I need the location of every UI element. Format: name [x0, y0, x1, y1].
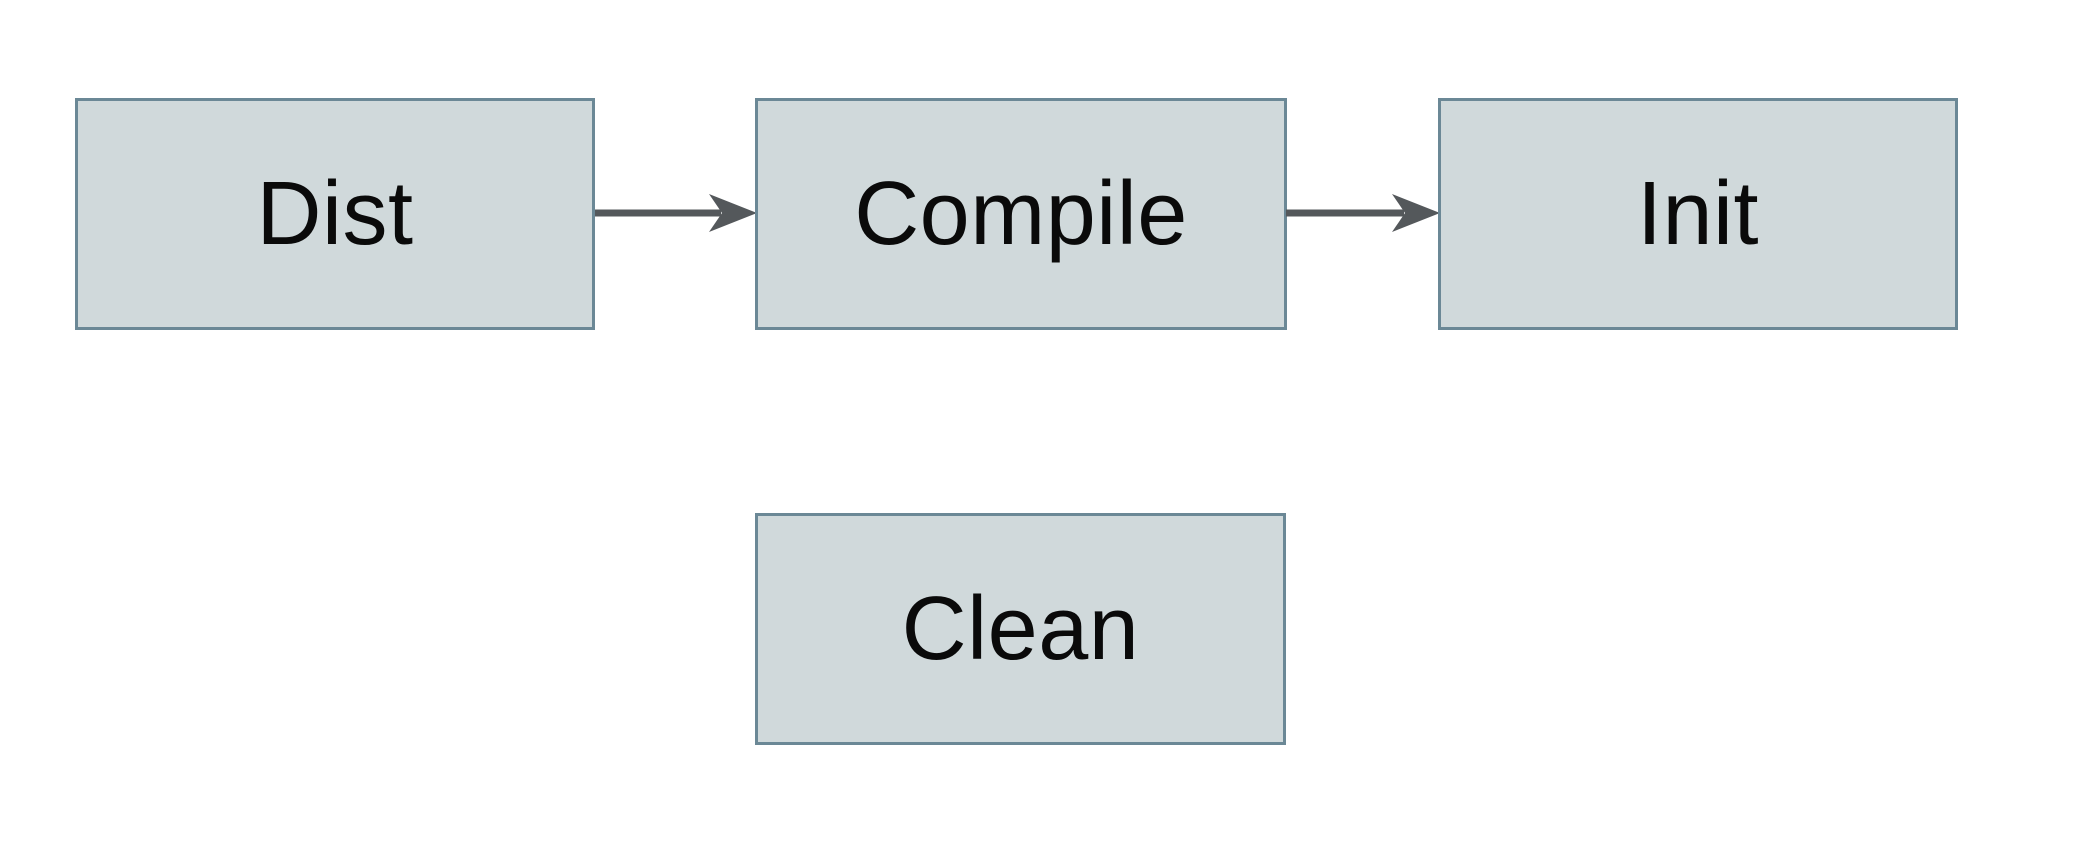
node-clean[interactable]: Clean: [755, 513, 1286, 745]
node-init-label: Init: [1636, 164, 1760, 264]
edge-compile-to-init: [1286, 191, 1440, 235]
edge-dist-to-compile: [595, 191, 757, 235]
node-dist-label: Dist: [256, 164, 414, 264]
arrow-right-icon: [595, 194, 757, 232]
node-dist[interactable]: Dist: [75, 98, 595, 330]
arrow-right-icon: [1286, 194, 1440, 232]
node-init[interactable]: Init: [1438, 98, 1958, 330]
node-clean-label: Clean: [901, 579, 1140, 679]
node-compile[interactable]: Compile: [755, 98, 1287, 330]
node-compile-label: Compile: [854, 164, 1188, 264]
